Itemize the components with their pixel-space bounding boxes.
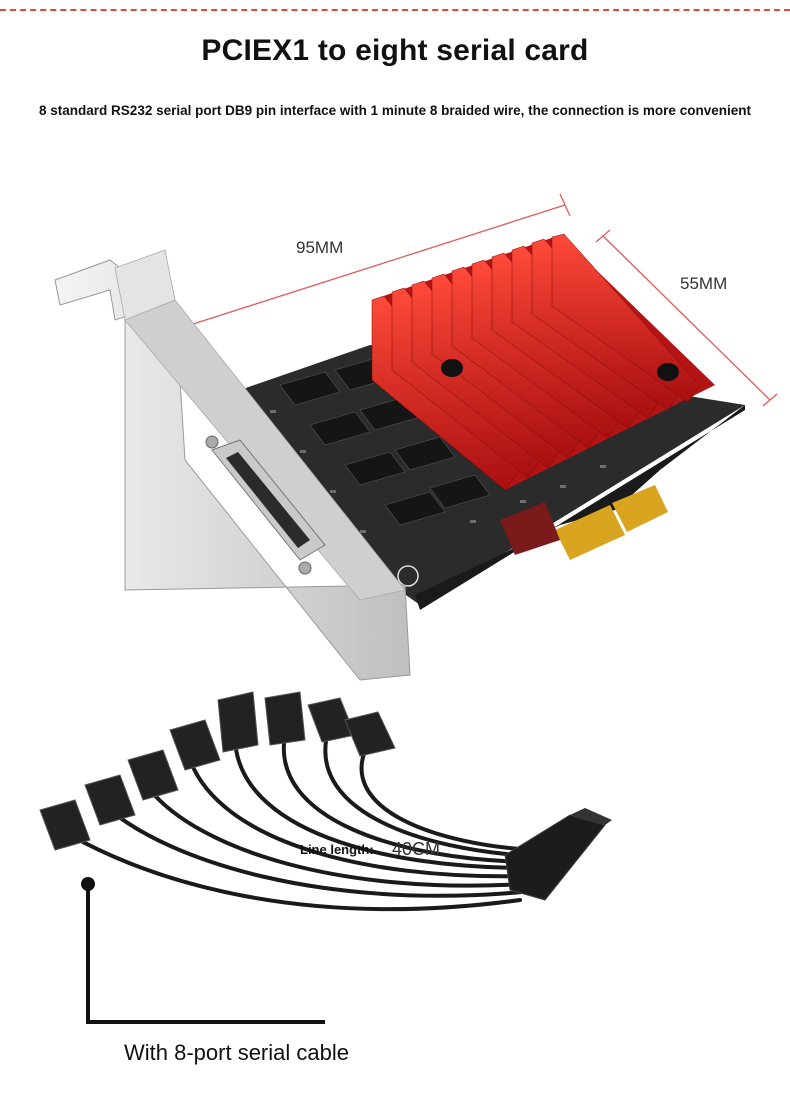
length-dimension-label: 95MM — [296, 238, 344, 257]
heatsink-pin-left — [441, 359, 463, 377]
page-title: PCIEX1 to eight serial card — [201, 34, 589, 67]
db9-connectors — [39, 691, 396, 851]
line-length-label: Line length: — [300, 842, 374, 857]
heatsink-pin-right — [657, 363, 679, 381]
caption-callout — [81, 877, 325, 1024]
heatsink — [371, 233, 715, 491]
cable-caption: With 8-port serial cable — [124, 1040, 349, 1065]
top-dashed-divider — [0, 9, 790, 11]
width-dimension-label: 55MM — [680, 274, 728, 293]
page-subtitle: 8 standard RS232 serial port DB9 pin int… — [39, 103, 751, 118]
mounting-bracket — [54, 249, 411, 681]
dimension-line-55mm — [595, 229, 778, 407]
db-connector-port — [205, 435, 326, 575]
pb-free-logo — [397, 565, 419, 587]
line-length-value: 40CM — [392, 839, 441, 859]
serial-chips — [279, 356, 491, 526]
serial-cable — [39, 691, 612, 912]
pcie-gold-fingers — [500, 485, 668, 560]
cable-main-connector — [504, 808, 612, 901]
